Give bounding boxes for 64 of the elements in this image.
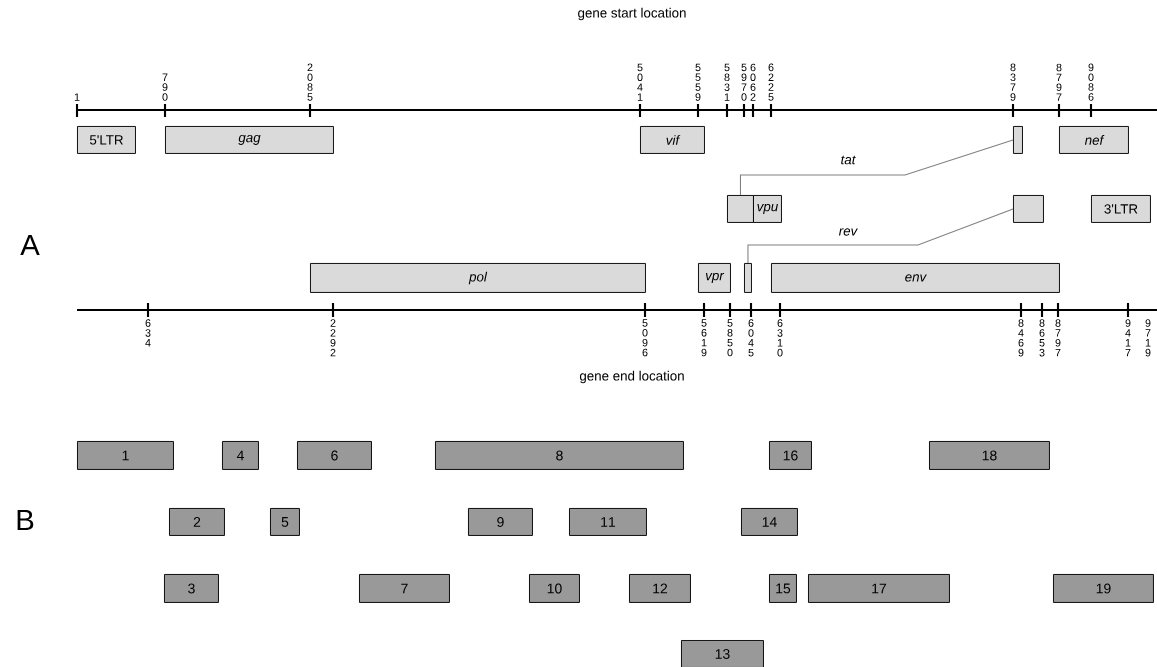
position-label: 5831 — [724, 63, 730, 101]
segment-box: 16 — [769, 441, 812, 470]
segment-box: 8 — [435, 441, 684, 470]
position-label: 9417 — [1125, 319, 1131, 357]
position-label: 5619 — [701, 319, 707, 357]
segment-box: 7 — [359, 574, 450, 603]
gene-box: pol — [310, 263, 646, 293]
position-label: 2085 — [307, 63, 313, 101]
exon-box — [727, 195, 754, 223]
segment-box: 5 — [270, 508, 300, 536]
position-label: 8797 — [1055, 319, 1061, 357]
segment-box: 11 — [569, 508, 647, 536]
exon-box — [1013, 195, 1044, 223]
segment-box: 6 — [297, 441, 372, 470]
connector-line — [747, 208, 1014, 264]
gene-box: nef — [1059, 126, 1129, 154]
position-label: 6310 — [777, 319, 783, 357]
position-label: 6045 — [748, 319, 754, 357]
position-label: 5559 — [695, 63, 701, 101]
gene-box: vpu — [753, 195, 782, 223]
gene-box: gag — [165, 126, 334, 154]
connector-line — [739, 139, 1014, 196]
position-label: 8797 — [1056, 63, 1062, 101]
panel-label: B — [17, 509, 34, 531]
position-label: 6062 — [750, 63, 756, 101]
segment-box: 12 — [629, 574, 691, 603]
position-label: 8469 — [1018, 319, 1024, 357]
position-label: 634 — [145, 319, 151, 347]
gene-box: vif — [640, 126, 705, 154]
segment-box: 19 — [1053, 574, 1154, 603]
position-label: 5096 — [642, 319, 648, 357]
position-label: 5850 — [727, 319, 733, 357]
segment-box: 14 — [741, 508, 798, 536]
position-label: 9719 — [1145, 319, 1151, 357]
segment-box: 9 — [468, 508, 533, 536]
edge-label: rev — [837, 227, 859, 237]
segment-box: 17 — [808, 574, 950, 603]
position-label: 2292 — [330, 319, 336, 357]
position-label: 6225 — [768, 63, 774, 101]
gene-box: vpr — [698, 263, 731, 293]
segment-box: 2 — [169, 508, 225, 536]
segment-box: 10 — [529, 574, 580, 603]
position-label: 8379 — [1010, 63, 1016, 101]
axis-title: gene start location — [578, 7, 686, 21]
segment-box: 1 — [77, 441, 174, 470]
position-label: 9086 — [1088, 63, 1094, 101]
segment-box: 18 — [929, 441, 1050, 470]
edge-label: tat — [839, 154, 857, 166]
position-label: 5970 — [741, 63, 747, 101]
exon-box — [744, 263, 752, 293]
panel-label: A — [20, 234, 40, 256]
position-label: 5041 — [637, 63, 643, 101]
position-label: 790 — [162, 73, 168, 101]
exon-box — [1013, 126, 1023, 154]
segment-box: 3 — [164, 574, 219, 603]
segment-box: 4 — [222, 441, 259, 470]
position-label: 1 — [74, 93, 80, 101]
position-label: 8653 — [1039, 319, 1045, 357]
axis-title: gene end location — [579, 370, 684, 384]
segment-box: 15 — [769, 574, 797, 603]
gene-box: 5'LTR — [77, 126, 136, 154]
gene-box: env — [771, 263, 1060, 293]
segment-box: 13 — [681, 640, 764, 667]
gene-box: 3'LTR — [1091, 195, 1151, 223]
